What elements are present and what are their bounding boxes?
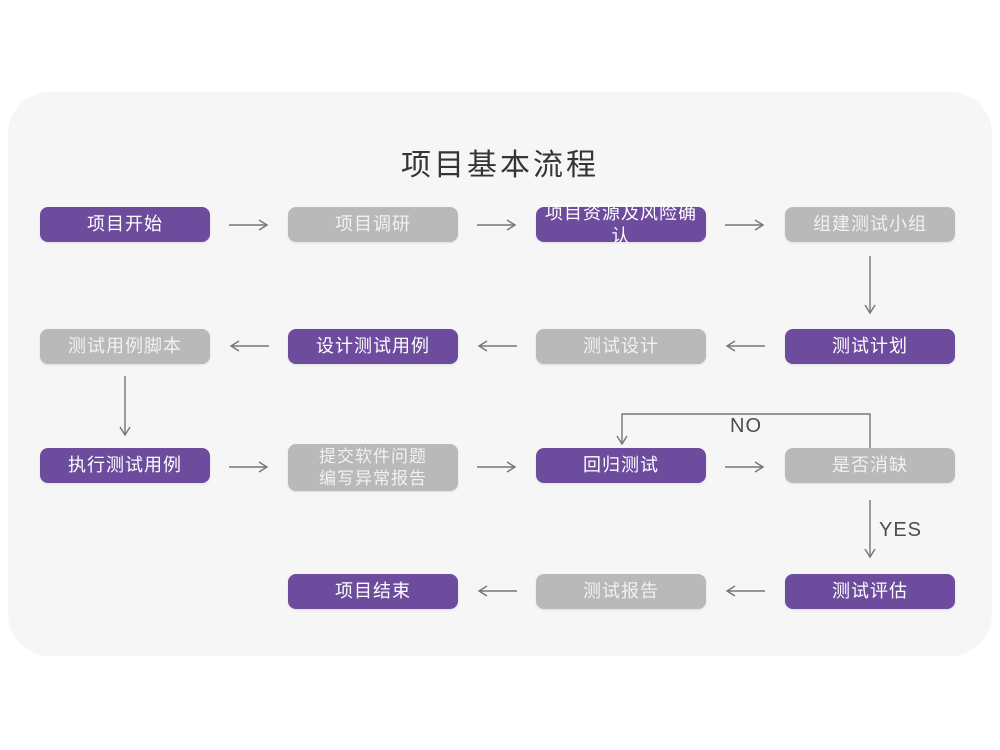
node-project-end: 项目结束: [288, 574, 458, 609]
node-test-report: 测试报告: [536, 574, 706, 609]
node-label: 测试用例脚本: [68, 336, 182, 357]
node-test-case-scripts: 测试用例脚本: [40, 329, 210, 364]
node-project-start: 项目开始: [40, 207, 210, 242]
node-label: 组建测试小组: [813, 214, 927, 235]
node-build-test-team: 组建测试小组: [785, 207, 955, 242]
yes-branch-label: YES: [879, 519, 923, 541]
node-label: 项目结束: [335, 581, 411, 602]
node-resources-risk: 项目资源及风险确认: [536, 203, 706, 246]
node-label: 测试计划: [832, 336, 908, 357]
node-regression-test: 回归测试: [536, 448, 706, 483]
node-label: 测试报告: [583, 581, 659, 602]
node-test-evaluation: 测试评估: [785, 574, 955, 609]
node-label: 执行测试用例: [68, 455, 182, 476]
node-label: 设计测试用例: [316, 336, 430, 357]
node-label: 项目调研: [335, 214, 411, 235]
node-label: 测试设计: [583, 336, 659, 357]
node-label: 项目开始: [87, 214, 163, 235]
node-label: 项目资源及风险确认: [545, 203, 697, 246]
node-label: 提交软件问题 编写异常报告: [319, 447, 427, 488]
node-project-research: 项目调研: [288, 207, 458, 242]
node-label: 是否消缺: [832, 455, 908, 476]
page-title: 项目基本流程: [401, 149, 599, 182]
node-design-test-cases: 设计测试用例: [288, 329, 458, 364]
node-execute-test-cases: 执行测试用例: [40, 448, 210, 483]
node-label: 回归测试: [583, 455, 659, 476]
node-defect-cleared: 是否消缺: [785, 448, 955, 483]
node-submit-issues: 提交软件问题 编写异常报告: [288, 444, 458, 491]
no-branch-label: NO: [730, 415, 762, 437]
flowchart-card: [8, 92, 992, 656]
node-label: 测试评估: [832, 581, 908, 602]
node-test-design: 测试设计: [536, 329, 706, 364]
node-test-plan: 测试计划: [785, 329, 955, 364]
